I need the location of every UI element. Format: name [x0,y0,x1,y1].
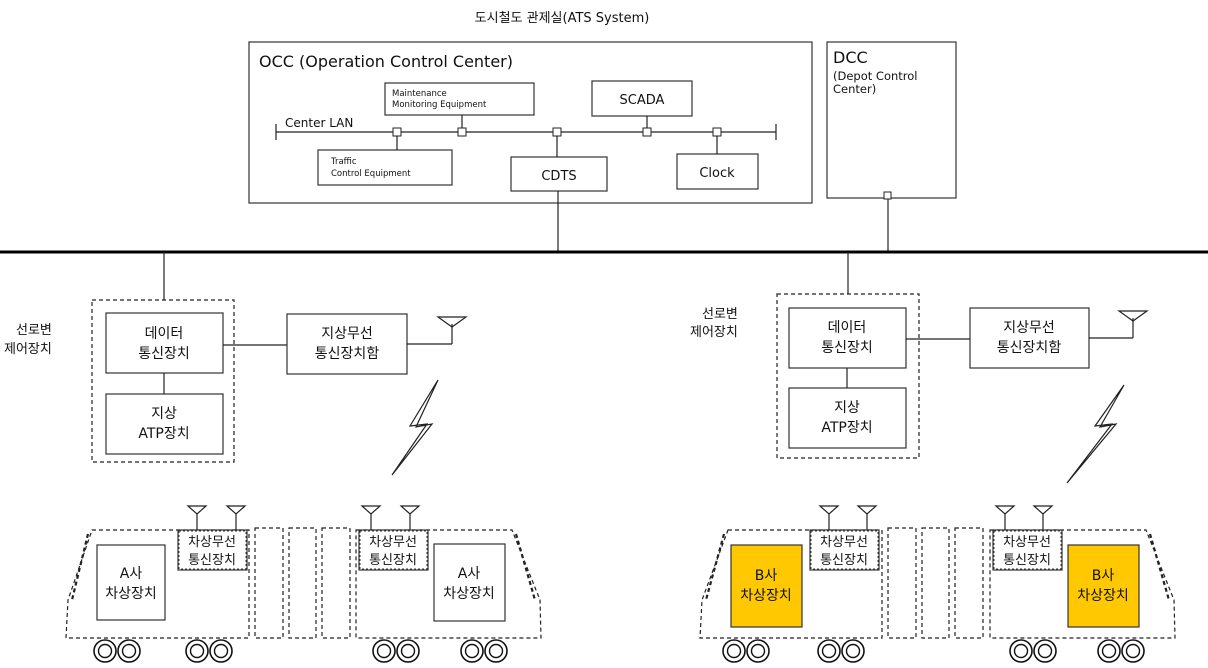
traffic-line-2: Control Equipment [331,169,411,179]
svg-text:지상: 지상 [151,406,177,422]
svg-text:통신장치: 통신장치 [138,346,190,362]
dcc-panel: DCC (Depot Control Center) [827,42,956,199]
svg-text:통신장치함: 통신장치함 [997,340,1062,356]
onboard-device-box-a [434,544,505,621]
svg-text:데이터: 데이터 [828,320,867,336]
dcc-title: DCC [833,48,868,67]
svg-text:차상무선: 차상무선 [369,535,417,550]
ground-atp-box-left [106,394,223,454]
svg-text:차상장치: 차상장치 [443,586,495,602]
wayside-left: 선로변 제어장치 데이터 통신장치 지상 ATP장치 지상무선 통신장치함 [4,300,466,475]
cdts-label: CDTS [541,169,576,184]
antenna-icon [188,506,206,514]
svg-text:통신장치: 통신장치 [1003,553,1051,568]
train-a: A사 차상장치 차상무선 통신장치 차상무선 통신장치 A사 차상장치 [66,506,541,662]
lan-node [643,128,651,136]
coupler [922,528,949,638]
svg-text:차상장치: 차상장치 [740,588,792,604]
svg-text:ATP장치: ATP장치 [821,420,872,436]
svg-text:통신장치: 통신장치 [821,340,873,356]
ground-radio-box-left [287,314,407,374]
onboard-device-box-b [1068,545,1139,627]
svg-text:B사: B사 [755,568,778,584]
wayside-right: 선로변 제어장치 데이터 통신장치 지상 ATP장치 지상무선 통신장치함 [690,294,1147,483]
onboard-device-box-a [97,545,165,620]
svg-text:통신장치: 통신장치 [369,553,417,568]
dcc-port-node [884,192,891,199]
occ-title: OCC (Operation Control Center) [259,52,513,71]
coupler [255,528,283,638]
coupler [888,528,916,638]
svg-text:차상무선: 차상무선 [188,535,236,550]
scada-label: SCADA [620,93,665,108]
antenna-icon [996,506,1014,514]
svg-text:B사: B사 [1092,568,1115,584]
wayside-right-label-2: 제어장치 [690,325,738,340]
lan-node [458,128,466,136]
wayside-right-label-1: 선로변 [702,307,738,322]
wayside-left-label-1: 선로변 [16,323,52,338]
ground-radio-box-right [970,308,1089,368]
wayside-left-label-2: 제어장치 [4,342,52,357]
svg-text:ATP장치: ATP장치 [138,426,189,442]
maintenance-line-1: Maintenance [392,89,447,99]
svg-text:차상장치: 차상장치 [1077,588,1129,604]
coupler [955,528,983,638]
dcc-subtitle-1: (Depot Control [833,69,918,83]
coupler [289,528,316,638]
traffic-box [318,150,452,185]
antenna-icon [362,506,380,514]
onboard-device-box-b [731,545,802,627]
antenna-icon [401,506,419,514]
svg-text:차상장치: 차상장치 [105,586,157,602]
antenna-icon [820,506,838,514]
data-comm-box-right [789,308,906,368]
antenna-icon [227,506,245,514]
svg-text:차상무선: 차상무선 [820,535,868,550]
wheel-set [723,640,1144,662]
clock-label: Clock [699,166,735,181]
center-lan-label: Center LAN [285,116,353,130]
lightning-icon [1067,385,1124,483]
svg-text:데이터: 데이터 [145,326,184,342]
data-comm-box-left [106,313,223,373]
train-b: B사 차상장치 차상무선 통신장치 차상무선 통신장치 B사 차상장치 [700,506,1175,662]
diagram-title: 도시철도 관제실(ATS System) [475,11,650,26]
svg-text:통신장치함: 통신장치함 [315,346,380,362]
svg-text:통신장치: 통신장치 [820,553,868,568]
svg-text:A사: A사 [458,566,481,582]
svg-text:지상: 지상 [834,400,860,416]
wheel-set [94,640,507,662]
antenna-icon [858,506,876,514]
occ-panel: OCC (Operation Control Center) Center LA… [249,42,812,203]
lan-node [713,128,721,136]
coupler [322,528,350,638]
svg-text:지상무선: 지상무선 [321,326,373,342]
svg-text:통신장치: 통신장치 [188,553,236,568]
maintenance-box [385,83,534,115]
antenna-icon [1034,506,1052,514]
lan-node [553,128,561,136]
svg-text:지상무선: 지상무선 [1003,320,1055,336]
ground-atp-box-right [789,388,906,448]
svg-text:차상무선: 차상무선 [1003,535,1051,550]
dcc-subtitle-2: Center) [833,82,876,96]
lan-node [393,128,401,136]
svg-text:A사: A사 [120,566,143,582]
maintenance-line-2: Monitoring Equipment [392,100,487,110]
traffic-line-1: Traffic [330,157,357,167]
lightning-icon [392,380,438,475]
